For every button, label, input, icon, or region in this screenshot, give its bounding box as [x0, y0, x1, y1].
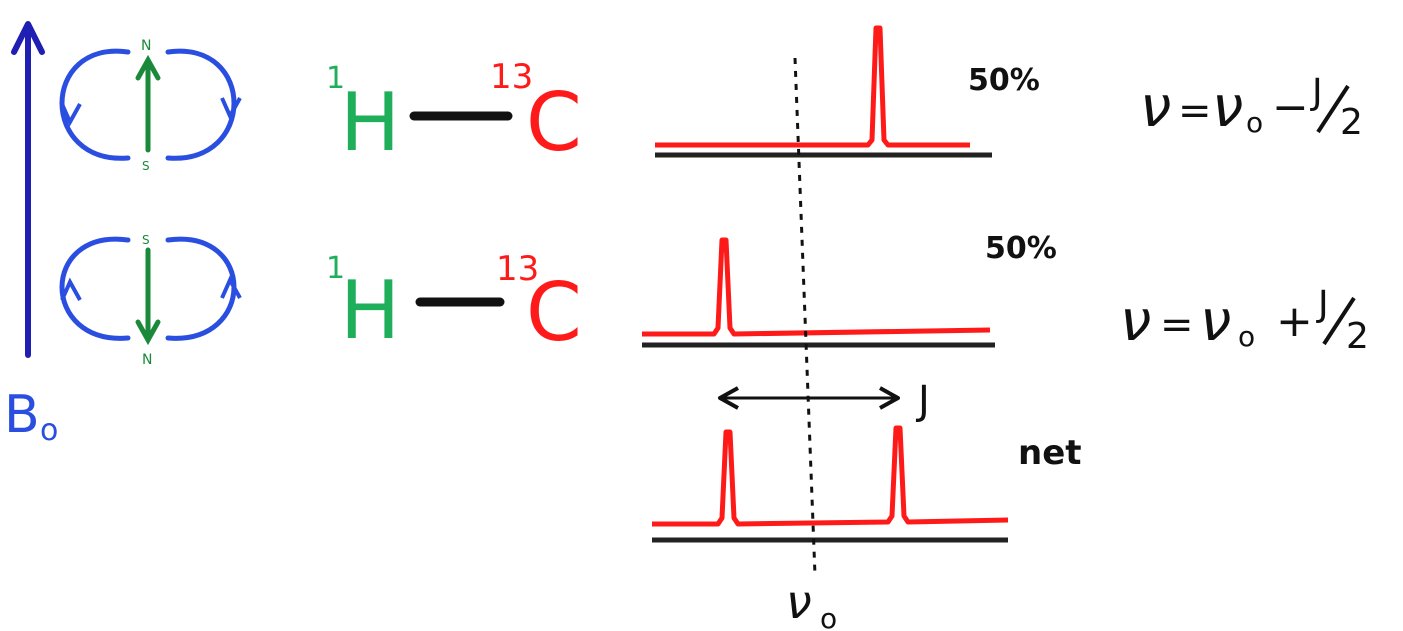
magnet-spin-up: N S	[59, 38, 242, 173]
spectrum-trace	[655, 25, 970, 148]
molecule-top: 1 H 13 C	[326, 57, 582, 169]
eq-numerator: J	[1316, 284, 1329, 325]
field-label-subscript: o	[40, 413, 58, 448]
h-mass-number: 1	[326, 61, 345, 96]
field-label: B	[4, 385, 40, 445]
eq-equals: =	[1178, 88, 1212, 134]
field-line-arrowhead-icon	[60, 277, 82, 301]
c-mass-number: 13	[490, 57, 533, 97]
center-frequency-subscript: o	[820, 602, 837, 631]
spectrum-net	[652, 425, 1009, 543]
net-label: net	[1018, 433, 1082, 473]
field-arrow	[11, 21, 45, 358]
spectrum-trace	[652, 425, 1009, 527]
h-symbol: H	[340, 264, 400, 357]
j-label: J	[915, 378, 930, 424]
eq-operator: −	[1272, 82, 1309, 133]
eq-denominator: 2	[1346, 316, 1369, 357]
equation-bottom: ν = ν o + J 2	[1120, 284, 1369, 357]
pole-label-bottom: N	[142, 352, 152, 368]
h-mass-number: 1	[326, 251, 345, 286]
eq-lhs: ν	[1140, 75, 1171, 140]
c-mass-number: 13	[496, 249, 539, 289]
magnet-spin-down: S N	[59, 233, 242, 368]
center-frequency-line	[793, 57, 817, 576]
eq-numerator: J	[1310, 72, 1323, 113]
spectrum-trace	[642, 237, 991, 337]
center-frequency-label: ν	[786, 575, 812, 629]
field-line-arrowhead-icon	[60, 103, 82, 127]
pole-label-top: S	[142, 233, 150, 247]
eq-base-subscript: o	[1246, 106, 1263, 139]
pole-label-bottom: S	[142, 159, 150, 173]
spectrum-top	[655, 25, 992, 158]
eq-lhs: ν	[1120, 289, 1151, 354]
c-symbol: C	[526, 266, 582, 359]
field-line-arrowhead-icon	[220, 97, 242, 121]
fraction-slash	[1322, 296, 1356, 346]
percent-label-bottom: 50%	[985, 231, 1057, 266]
eq-base: ν	[1200, 289, 1231, 354]
molecule-bottom: 1 H 13 C	[326, 249, 582, 359]
fraction-slash	[1316, 84, 1350, 134]
eq-base: ν	[1212, 75, 1243, 140]
eq-denominator: 2	[1340, 102, 1363, 143]
pole-label-top: N	[141, 38, 151, 54]
field-line-arrowhead-icon	[220, 275, 242, 299]
equation-top: ν = ν o − J 2	[1140, 72, 1363, 143]
eq-equals: =	[1160, 302, 1194, 348]
h-symbol: H	[340, 76, 400, 169]
eq-base-subscript: o	[1238, 320, 1255, 353]
c-symbol: C	[526, 76, 582, 169]
percent-label-top: 50%	[968, 63, 1040, 98]
eq-operator: +	[1276, 296, 1313, 347]
spectrum-middle	[642, 237, 995, 348]
